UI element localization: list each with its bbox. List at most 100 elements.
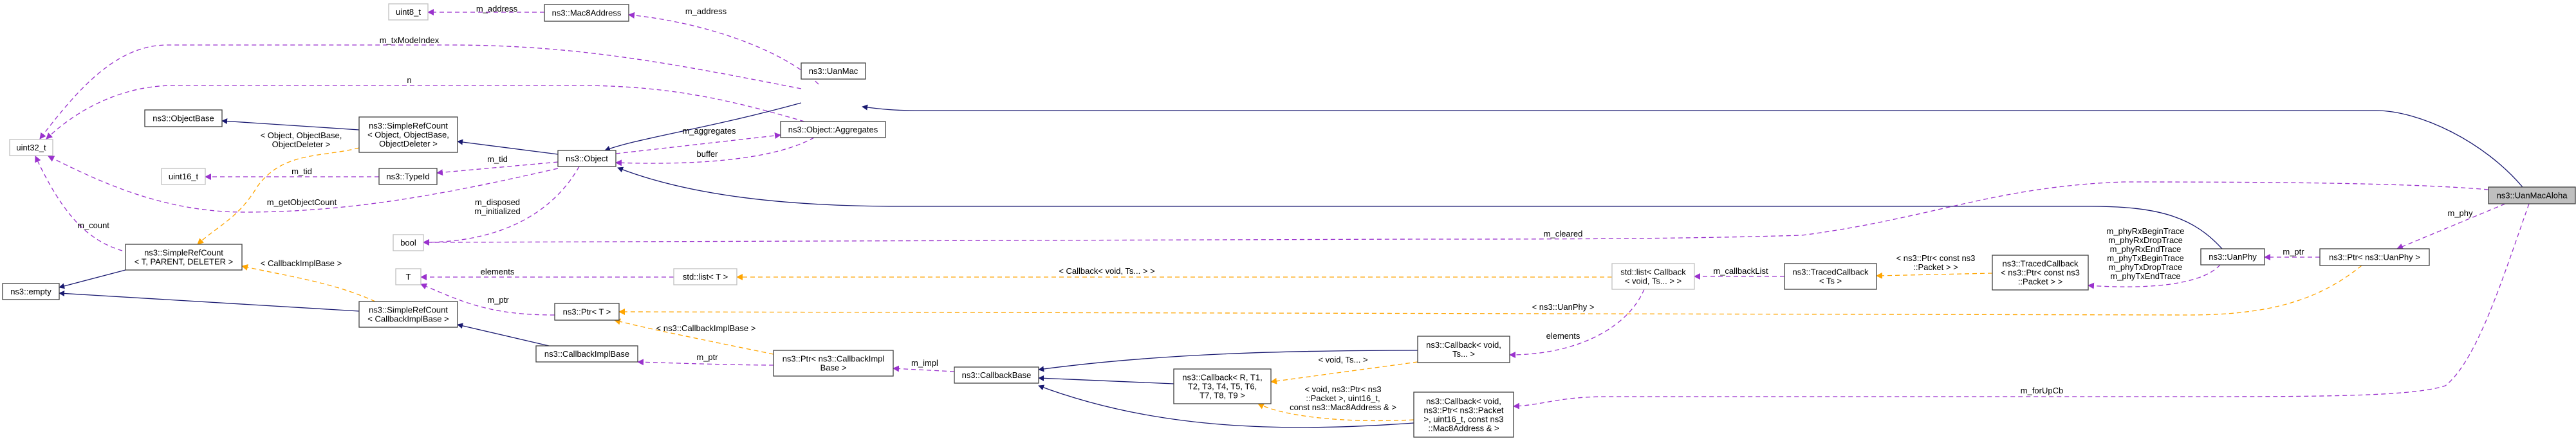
edge-label-line: ::Packet > >	[1913, 262, 1958, 272]
node-label: ns3::CallbackBase	[962, 370, 1032, 380]
node-label-line: ns3::CallbackImplBase	[544, 349, 629, 359]
class-node-cib[interactable]: ns3::CallbackImplBase	[535, 345, 638, 363]
class-node-tc-pkt[interactable]: ns3::TracedCallback< ns3::Ptr< const ns3…	[1992, 255, 2089, 291]
node-label: ns3::Mac8Address	[552, 8, 622, 18]
node-label: uint16_t	[169, 172, 199, 181]
node-label-line: ns3::SimpleRefCount	[369, 305, 448, 315]
node-label: ns3::UanMac	[809, 66, 858, 76]
node-label-line: ns3::TypeId	[386, 172, 429, 181]
class-node-uint32[interactable]: uint32_t	[9, 139, 53, 156]
node-label-line: ns3::Callback< void,	[1426, 340, 1501, 350]
class-node-empty[interactable]: ns3::empty	[2, 283, 60, 300]
usage-edge-list_cb-to-cb_void	[1509, 289, 1645, 358]
class-node-list-cb[interactable]: std::list< Callback< void, Ts... > >	[1611, 263, 1695, 290]
edge-label-line: m_phyRxBeginTrace	[2107, 226, 2185, 236]
class-node-cb-r[interactable]: ns3::Callback< R, T1,T2, T3, T4, T5, T6,…	[1173, 368, 1272, 404]
node-label-line: ns3::TracedCallback	[2002, 259, 2079, 269]
node-box	[395, 268, 422, 285]
inheritance-edge-cb_r-to-callbackbase	[1038, 375, 1174, 384]
class-node-mac8[interactable]: ns3::Mac8Address	[544, 4, 629, 22]
node-box	[535, 345, 638, 363]
class-node-aloha[interactable]: ns3::UanMacAloha	[2488, 186, 2576, 204]
node-box	[2319, 248, 2430, 266]
edge-label: m_forUpCb	[2021, 386, 2063, 395]
edge-label-line: elements	[1546, 331, 1580, 341]
node-box	[1173, 368, 1272, 404]
edge-label: n	[407, 75, 411, 85]
class-node-uint8[interactable]: uint8_t	[388, 3, 429, 21]
class-node-uint16[interactable]: uint16_t	[161, 168, 206, 185]
inheritance-edge-uanphy-to-object	[617, 166, 2223, 249]
edge-label-line: buffer	[696, 149, 718, 159]
edge-label: elements	[481, 267, 515, 276]
class-node-src-cib[interactable]: ns3::SimpleRefCount< CallbackImplBase >	[358, 301, 458, 328]
node-label-line: T	[406, 272, 411, 282]
class-node-bool[interactable]: bool	[393, 234, 424, 251]
edge-label-line: m_phyRxEndTrace	[2110, 244, 2182, 254]
class-node-tc-ts[interactable]: ns3::TracedCallback< Ts >	[1784, 263, 1877, 290]
node-box	[954, 366, 1039, 384]
node-box	[2200, 248, 2265, 266]
inheritance-edge-uanmac-to-object	[604, 102, 802, 152]
node-label: ns3::TracedCallback< ns3::Ptr< const ns3…	[2001, 259, 2080, 287]
class-node-src-tpd[interactable]: ns3::SimpleRefCount< T, PARENT, DELETER …	[125, 244, 243, 271]
usage-edge-object-to-bool	[423, 166, 580, 246]
class-node-typeid[interactable]: ns3::TypeId	[378, 168, 438, 185]
node-label-line: < T, PARENT, DELETER >	[134, 257, 233, 267]
template-edge-cb_pkt-to-cb_r	[1257, 403, 1414, 422]
edge-label: < ns3::UanPhy >	[1532, 302, 1595, 312]
node-label: ns3::TypeId	[386, 172, 429, 181]
node-box	[1992, 255, 2089, 291]
edge-label: m_txModeIndex	[380, 35, 440, 45]
edge-label: < Callback< void, Ts... > >	[1059, 266, 1154, 276]
edge-label-line: m_disposed	[475, 197, 520, 207]
edge-label: m_ptr	[2283, 247, 2304, 256]
node-label-line: std::list< T >	[683, 272, 728, 282]
edge-label-line: ::Packet >, uint16_t,	[1306, 393, 1380, 403]
class-node-t[interactable]: T	[395, 268, 422, 285]
edge-label-line: m_address	[685, 6, 727, 16]
usage-edge-ptr_cib-to-cib	[637, 359, 774, 366]
class-node-src-obj[interactable]: ns3::SimpleRefCount< Object, ObjectBase,…	[358, 116, 458, 153]
template-edge-src_obj-to-src_tpd	[197, 147, 360, 245]
class-node-ptr-t[interactable]: ns3::Ptr< T >	[554, 303, 620, 321]
node-label: T	[406, 272, 411, 282]
node-label-line: < Object, ObjectBase,	[367, 130, 449, 140]
node-label-line: uint16_t	[169, 172, 199, 181]
edge-label-line: m_getObjectCount	[267, 197, 337, 207]
class-node-list-t[interactable]: std::list< T >	[673, 268, 737, 285]
edge-label-line: const ns3::Mac8Address & >	[1290, 402, 1396, 412]
edge-label-line: m_initialized	[474, 206, 521, 216]
edge-label-line: < ns3::Ptr< const ns3	[1896, 253, 1976, 263]
class-node-callbackbase[interactable]: ns3::CallbackBase	[954, 366, 1039, 384]
node-label: ns3::Callback< R, T1,T2, T3, T4, T5, T6,…	[1182, 373, 1262, 401]
edge-label-line: n	[407, 75, 411, 85]
edge-label: buffer	[696, 149, 718, 159]
node-label: ns3::SimpleRefCount< CallbackImplBase >	[367, 305, 449, 324]
class-node-cb-pkt[interactable]: ns3::Callback< void,ns3::Ptr< ns3::Packe…	[1413, 392, 1514, 438]
usage-edge-aloha-to-bool	[423, 181, 2489, 246]
node-box	[801, 62, 866, 80]
class-node-cb-void[interactable]: ns3::Callback< void,Ts... >	[1417, 336, 1510, 363]
class-node-uanphy[interactable]: ns3::UanPhy	[2200, 248, 2265, 266]
class-node-aggregates[interactable]: ns3::Object::Aggregates	[780, 121, 886, 138]
node-box	[1417, 336, 1510, 363]
usage-edge-object-to-typeid	[436, 161, 559, 176]
edge-label-line: m_forUpCb	[2021, 386, 2063, 395]
node-box	[554, 303, 620, 321]
edge-label-line: m_phyRxDropTrace	[2108, 235, 2183, 245]
edge-label-line: m_cleared	[1544, 229, 1583, 239]
node-label-line: ns3::CallbackBase	[962, 370, 1032, 380]
class-node-objectbase[interactable]: ns3::ObjectBase	[144, 109, 223, 127]
inheritance-edge-cb_void-to-callbackbase	[1038, 350, 1418, 372]
edge-label: m_callbackList	[1713, 266, 1768, 276]
class-node-ptr-uanphy[interactable]: ns3::Ptr< ns3::UanPhy >	[2319, 248, 2430, 266]
node-label-line: uint8_t	[396, 7, 421, 17]
edges-layer	[35, 9, 2530, 428]
class-node-object[interactable]: ns3::Object	[557, 150, 616, 167]
class-node-uanmac[interactable]: ns3::UanMac	[801, 62, 866, 80]
node-label: ns3::Object::Aggregates	[788, 125, 878, 134]
